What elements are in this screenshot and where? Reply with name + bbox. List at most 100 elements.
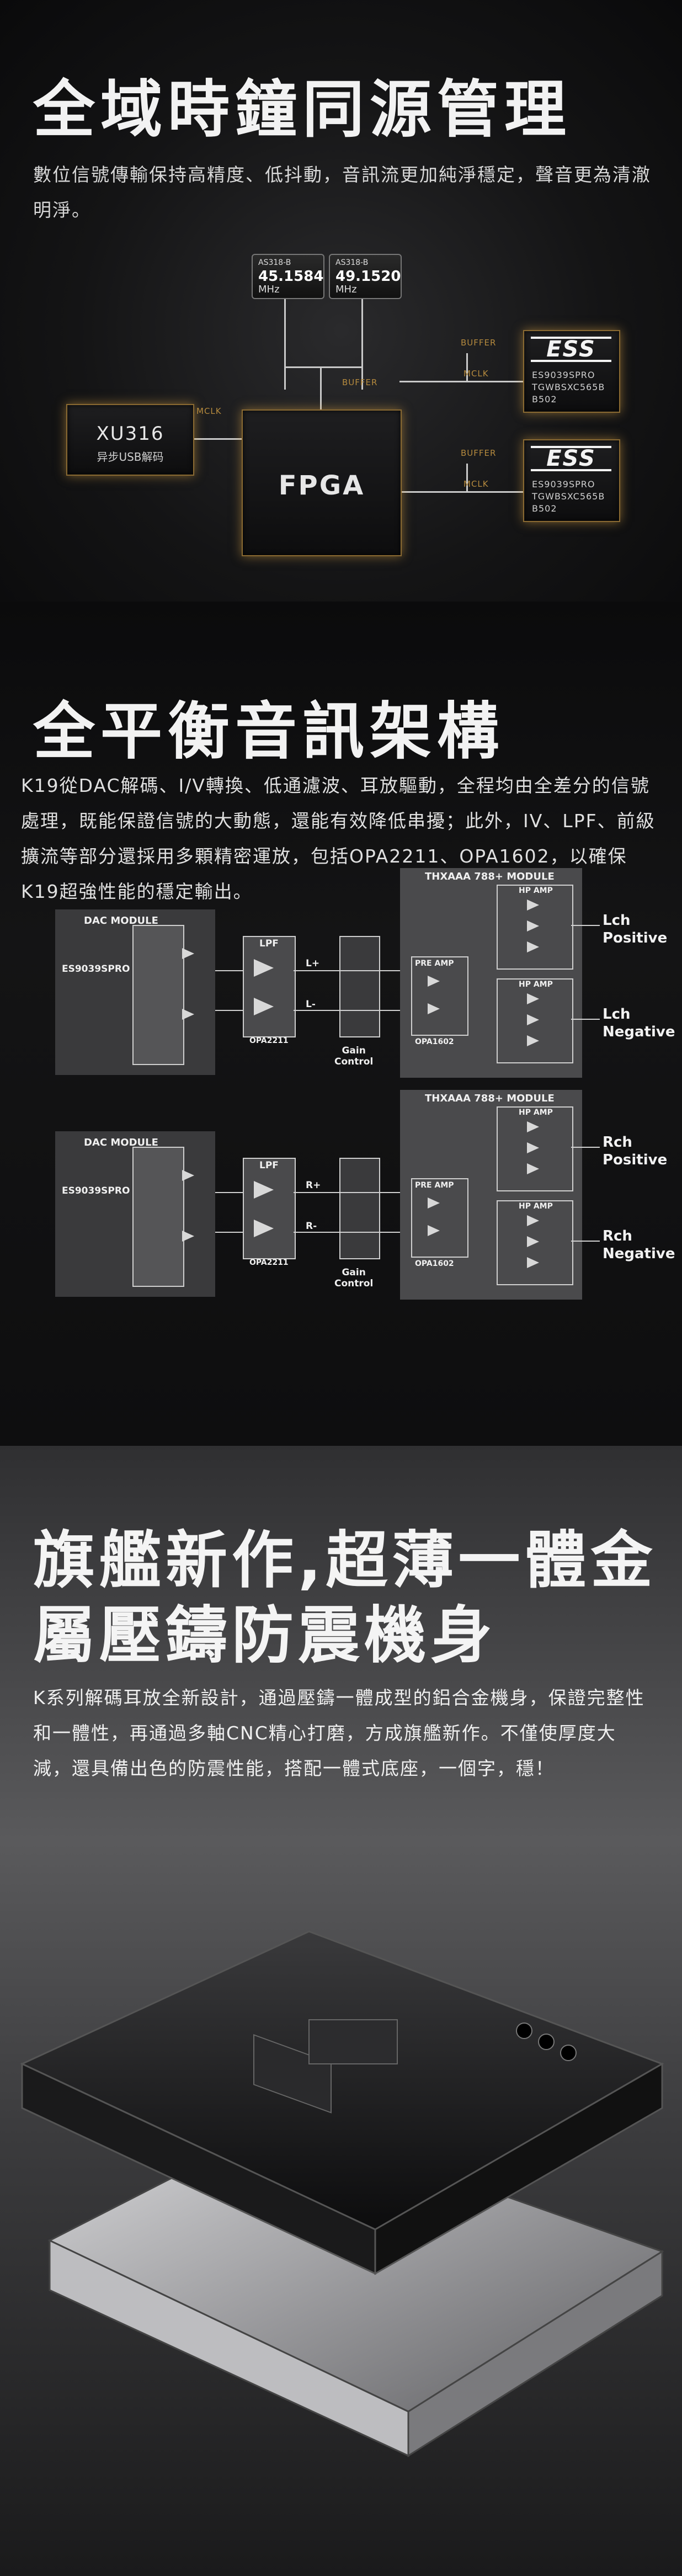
wire: [571, 925, 600, 926]
hp-amp-icon: [527, 1236, 539, 1247]
opa2211-label: OPA2211: [249, 1258, 289, 1267]
clock-section: 全域時鐘同源管理 數位信號傳輸保持高精度、低抖動，音訊流更加純淨穩定，聲音更為清…: [0, 0, 682, 602]
fpga-chip: FPGA: [242, 409, 402, 556]
osc-join-wire: [284, 366, 363, 368]
chassis-title: 旗艦新作,超薄一體金屬壓鑄防震機身: [33, 1525, 657, 1672]
oscillator-1: AS318-B 45.1584 MHz: [252, 254, 324, 299]
chassis-plate: [308, 2019, 398, 2064]
xu316-name: XU316: [96, 423, 164, 445]
ess2-lot: B502: [532, 503, 557, 514]
minus-label: R-: [306, 1221, 317, 1232]
port-hole-icon: [560, 2045, 577, 2061]
wire: [294, 1232, 443, 1233]
lpf-amp-icon: [254, 998, 274, 1015]
pre-amp-icon: [428, 1225, 440, 1236]
dac-chip-label: ES9039SPRO: [62, 1185, 130, 1196]
hp-amp-icon: [527, 1142, 539, 1153]
lpf-block: [243, 936, 296, 1037]
lpf-amp-icon: [254, 959, 274, 977]
hp-amp-label: HP AMP: [519, 886, 553, 895]
ess1-model: ES9039SPRO: [532, 370, 595, 380]
xu-fpga-wire: [192, 438, 242, 440]
gain-control-block: [339, 1158, 380, 1259]
opa1602-label: OPA1602: [415, 1259, 454, 1268]
pre-amp-label: PRE AMP: [415, 959, 454, 968]
hp-amp-icon: [527, 993, 539, 1004]
iv-amp-icon: [182, 1231, 194, 1242]
wire: [571, 1241, 600, 1242]
pre-amp-block: [411, 1178, 468, 1258]
osc2-unit: MHz: [335, 284, 357, 295]
thx-module-title: THXAAA 788+ MODULE: [425, 871, 555, 882]
fpga-ess1-wire: [399, 381, 526, 382]
output-negative-label: Rch Negative: [603, 1228, 675, 1262]
dac-iv-block: [132, 925, 184, 1065]
wire: [215, 970, 243, 971]
opa1602-label: OPA1602: [415, 1037, 454, 1046]
balanced-section: 全平衡音訊架構 K19從DAC解碼、I/V轉換、低通濾波、耳放驅動，全程均由全差…: [0, 602, 682, 1446]
wire: [571, 1019, 600, 1020]
hp-amp-icon: [527, 941, 539, 952]
port-hole-icon: [516, 2023, 532, 2039]
osc2-freq: 49.1520: [335, 268, 401, 285]
ess2-model: ES9039SPRO: [532, 479, 595, 489]
ess1-lot: B502: [532, 394, 557, 405]
ess2-code: TGWBSXC565B: [532, 491, 605, 502]
buffer-top-label: BUFFER: [461, 338, 497, 348]
hp-amp-icon: [527, 900, 539, 911]
wire: [571, 1147, 600, 1148]
ess-chip-1: ESS ES9039SPRO TGWBSXC565B B502: [523, 330, 620, 413]
chassis-illustration: [20, 1930, 664, 2457]
output-negative-label: Lch Negative: [603, 1006, 675, 1040]
buffer-top-wire: [466, 353, 468, 382]
pre-amp-block: [411, 956, 468, 1036]
hp-amp-icon: [527, 1035, 539, 1046]
plus-label: L+: [306, 958, 320, 969]
wire: [294, 1192, 443, 1193]
hp-amp-icon: [527, 1121, 539, 1132]
chassis-section: 旗艦新作,超薄一體金屬壓鑄防震機身 K系列解碼耳放全新設計，通過壓鑄一體成型的鋁…: [0, 1446, 682, 2576]
hp-amp-icon: [527, 1014, 539, 1025]
gain-control-label: Gain Control: [334, 1045, 374, 1067]
port-hole-icon: [538, 2034, 555, 2050]
pre-amp-label: PRE AMP: [415, 1181, 454, 1190]
dac-chip-label: ES9039SPRO: [62, 964, 130, 975]
pre-amp-icon: [428, 976, 440, 987]
gain-control-label: Gain Control: [334, 1267, 374, 1289]
osc2-wire: [361, 296, 363, 390]
lpf-label: LPF: [259, 938, 279, 949]
wire: [215, 1232, 243, 1233]
pre-amp-icon: [428, 1197, 440, 1209]
wire: [294, 970, 443, 971]
osc1-freq: 45.1584: [258, 268, 324, 285]
osc1-model: AS318-B: [258, 258, 291, 267]
minus-label: L-: [306, 999, 316, 1010]
ess-chip-2: ESS ES9039SPRO TGWBSXC565B B502: [523, 439, 620, 522]
hp-amp-icon: [527, 1163, 539, 1174]
ess1-code: TGWBSXC565B: [532, 382, 605, 392]
dac-module-title: DAC MODULE: [84, 1137, 158, 1148]
hp-amp-label: HP AMP: [519, 1202, 553, 1211]
hp-amp-icon: [527, 920, 539, 932]
hp-amp-label: HP AMP: [519, 980, 553, 989]
plus-label: R+: [306, 1180, 321, 1191]
iv-amp-icon: [182, 948, 194, 959]
clock-title: 全域時鐘同源管理: [33, 74, 572, 146]
osc1-wire: [284, 296, 286, 390]
opa2211-label: OPA2211: [249, 1036, 289, 1045]
balanced-description: K19從DAC解碼、I/V轉換、低通濾波、耳放驅動，全程均由全差分的信號處理，既…: [21, 775, 656, 902]
iv-amp-icon: [182, 1170, 194, 1181]
output-positive-label: Lch Positive: [603, 912, 668, 946]
xu316-chip: XU316 异步USB解码: [66, 404, 194, 476]
mclk-top-label: MCLK: [463, 369, 489, 379]
lpf-block: [243, 1158, 296, 1259]
ess-logo: ESS: [531, 446, 611, 471]
output-positive-label: Rch Positive: [603, 1134, 668, 1168]
lpf-label: LPF: [259, 1160, 279, 1171]
thx-module-title: THXAAA 788+ MODULE: [425, 1093, 555, 1104]
wire: [215, 1010, 243, 1011]
black-chassis-top: [20, 1930, 664, 2231]
osc-fpga-wire: [320, 366, 322, 411]
chassis-boss: [253, 2034, 332, 2114]
